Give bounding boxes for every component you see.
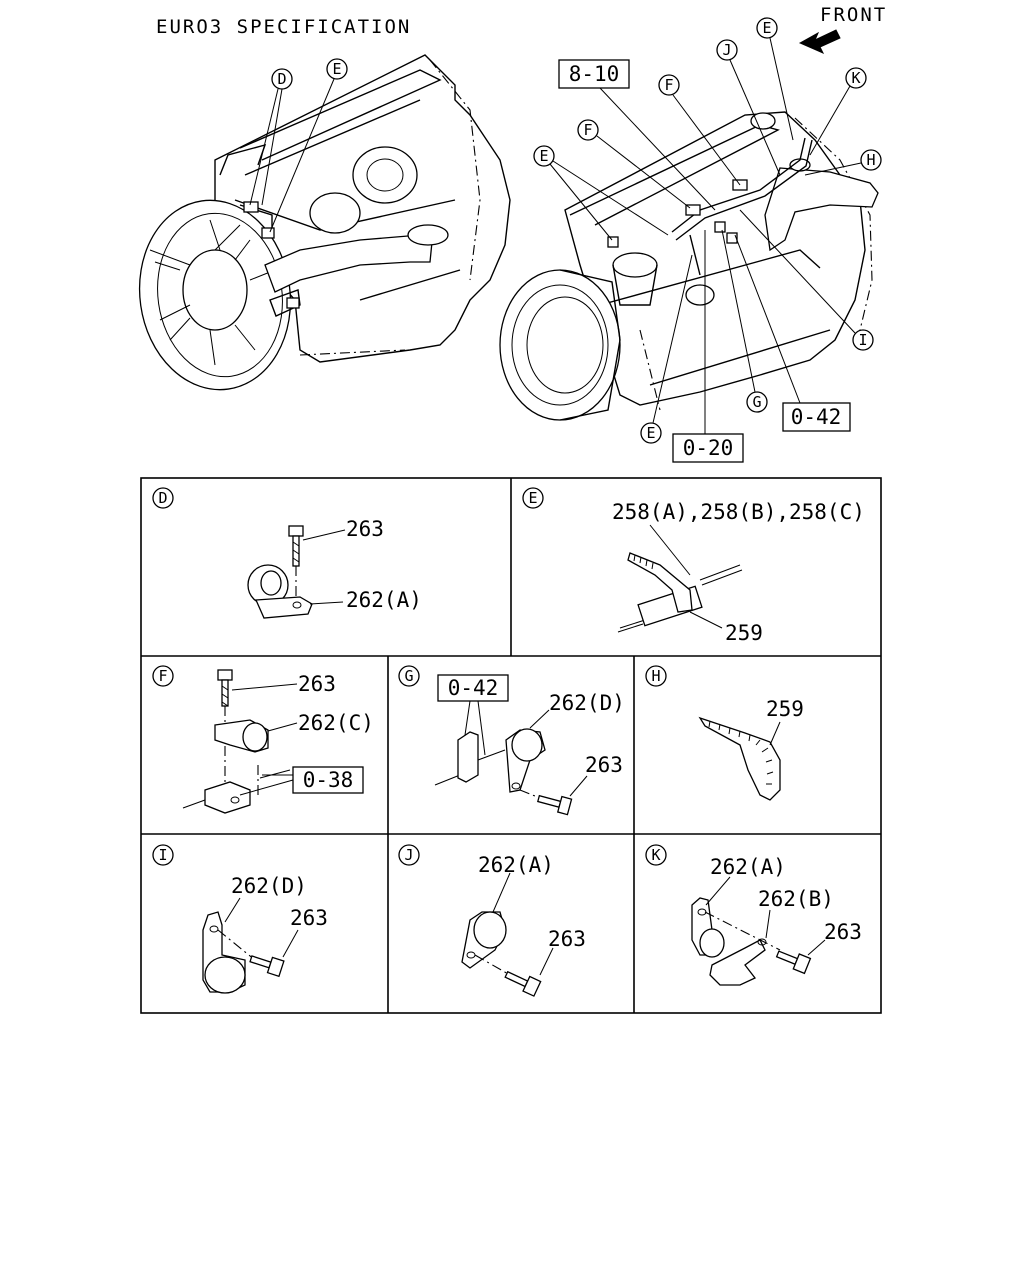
detail-panel-e: E 258(A),258(B),258(C) 259 (522, 487, 865, 645)
detail-g-part-263: 263 (585, 753, 623, 777)
svg-text:E: E (762, 19, 771, 37)
svg-text:I: I (858, 331, 867, 349)
detail-f-part-263: 263 (298, 672, 336, 696)
detail-panel-k: K 262(A) 262(B) 263 (645, 844, 862, 986)
clamp-icon (202, 911, 246, 994)
p-clamp-icon (247, 564, 313, 619)
detail-k-letter: K (651, 846, 660, 864)
callout-right-k: K (809, 67, 867, 156)
clamp-icon (505, 728, 546, 793)
ref-box-0-20[interactable]: 0-20 (672, 230, 744, 463)
svg-text:8-10: 8-10 (569, 62, 620, 86)
cable-tie-icon (698, 716, 781, 801)
clamp-icon (709, 938, 767, 986)
bolt-icon (249, 955, 285, 978)
p-clamp-icon (461, 911, 507, 969)
engine-right-illustration (499, 111, 879, 421)
ref-box-0-42[interactable]: 0-42 (734, 234, 851, 432)
callout-right-g: G (721, 229, 768, 413)
svg-text:F: F (664, 76, 673, 94)
callout-left-d: D (249, 68, 293, 206)
detail-j-letter: J (404, 846, 413, 864)
detail-i-part-263: 263 (290, 906, 328, 930)
detail-f-letter: F (158, 667, 167, 685)
svg-text:E: E (539, 147, 548, 165)
svg-text:F: F (583, 121, 592, 139)
bolt-icon (288, 525, 304, 567)
svg-text:K: K (851, 69, 860, 87)
svg-text:G: G (752, 393, 761, 411)
spec-title: EURO3 SPECIFICATION (156, 16, 411, 38)
svg-text:0-42: 0-42 (791, 405, 842, 429)
detail-i-part-262d: 262(D) (231, 874, 307, 898)
detail-k-part-262a: 262(A) (710, 855, 786, 879)
detail-e-part-258: 258(A),258(B),258(C) (612, 500, 865, 524)
callout-right-i: I (739, 209, 874, 351)
detail-j-part-263: 263 (548, 927, 586, 951)
detail-d-part-262a: 262(A) (346, 588, 422, 612)
detail-g-ref[interactable]: 0-42 (448, 676, 499, 700)
detail-i-letter: I (158, 846, 167, 864)
p-clamp-icon (691, 897, 725, 958)
detail-e-part-259: 259 (725, 621, 763, 645)
bracket-icon (434, 731, 506, 786)
front-label: FRONT (820, 4, 887, 26)
callout-right-f-lower: F (577, 119, 691, 209)
detail-panel-f: F 263 262(C) 0-38 (152, 665, 374, 814)
front-arrow-icon (798, 29, 841, 55)
detail-k-part-262b: 262(B) (758, 887, 834, 911)
detail-panel-g: G 0-42 262(D) 263 (398, 665, 625, 816)
callout-right-e-top: E (756, 17, 794, 141)
detail-d-letter: D (158, 489, 167, 507)
callout-left-e: E (269, 58, 348, 233)
callout-right-e-left: E (533, 145, 669, 241)
detail-panel-i: I 262(D) 263 (152, 844, 328, 994)
ref-box-8-10[interactable]: 8-10 (558, 59, 716, 211)
bolt-icon (217, 669, 233, 707)
bracket-icon (182, 765, 291, 814)
callout-right-f-upper: F (658, 74, 741, 186)
detail-panel-d: D 263 262(A) (152, 487, 422, 619)
cable-tie-icon (627, 552, 693, 613)
detail-k-part-263: 263 (824, 920, 862, 944)
svg-text:0-20: 0-20 (683, 436, 734, 460)
detail-g-part-262d: 262(D) (549, 691, 625, 715)
callout-right-j: J (716, 39, 781, 176)
svg-text:E: E (332, 60, 341, 78)
detail-h-part-259: 259 (766, 697, 804, 721)
detail-e-letter: E (528, 489, 537, 507)
clamp-icon (214, 719, 269, 753)
bolt-icon (504, 970, 542, 997)
detail-f-ref-box[interactable] (292, 766, 364, 794)
engine-left-illustration (138, 54, 511, 391)
detail-h-letter: H (651, 667, 660, 685)
bolt-icon (537, 794, 573, 816)
detail-f-ref[interactable]: 0-38 (303, 768, 354, 792)
detail-f-part-262c: 262(C) (298, 711, 374, 735)
callout-right-h: H (804, 149, 882, 176)
svg-text:E: E (646, 424, 655, 442)
detail-panel-j: J 262(A) 263 (398, 844, 586, 997)
detail-j-part-262a: 262(A) (478, 853, 554, 877)
svg-text:H: H (866, 151, 875, 169)
detail-grid (140, 477, 882, 1014)
detail-g-letter: G (404, 667, 413, 685)
detail-g-ref-box[interactable] (437, 674, 509, 702)
callout-right-e-bottom: E (640, 254, 693, 444)
detail-panel-h: H 259 (645, 665, 804, 801)
detail-d-part-263: 263 (346, 517, 384, 541)
svg-text:J: J (722, 41, 731, 59)
bolt-icon (775, 950, 812, 975)
svg-text:D: D (277, 70, 286, 88)
